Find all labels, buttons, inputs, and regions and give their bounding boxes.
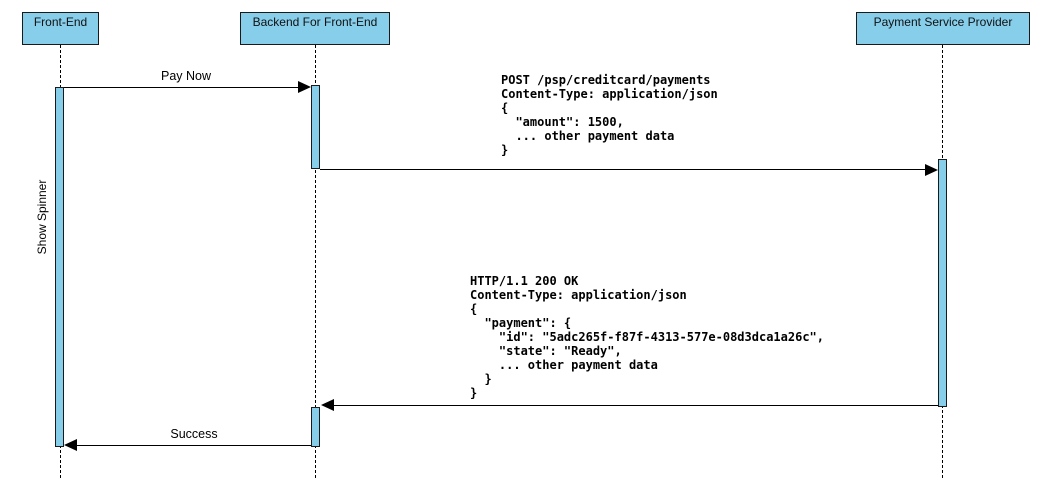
- message-line-post-request: [320, 169, 927, 170]
- arrowhead-right-icon: [925, 164, 938, 176]
- actor-label-front-end: Front-End: [33, 15, 88, 29]
- actor-box-backend-for-front-end: Backend For Front-End: [240, 12, 390, 45]
- message-label-show-spinner: Show Spinner: [35, 179, 49, 255]
- actor-label-payment-service-provider: Payment Service Provider: [873, 15, 1013, 29]
- message-label-http-response: HTTP/1.1 200 OK Content-Type: applicatio…: [470, 274, 825, 400]
- actor-box-front-end: Front-End: [22, 12, 99, 45]
- activation-payment-service-provider: [938, 159, 947, 407]
- lifeline-backend-for-front-end: [315, 45, 316, 478]
- activation-backend-request: [311, 85, 320, 169]
- arrowhead-right-icon: [298, 81, 311, 93]
- message-label-post-request: POST /psp/creditcard/payments Content-Ty…: [501, 73, 718, 157]
- arrowhead-left-icon: [321, 399, 334, 411]
- message-label-success: Success: [170, 427, 218, 441]
- activation-front-end: [55, 87, 64, 447]
- message-line-success: [77, 445, 311, 446]
- message-line-pay-now: [64, 87, 301, 88]
- activation-backend-response: [311, 407, 320, 447]
- actor-label-backend-for-front-end: Backend For Front-End: [252, 15, 378, 29]
- message-label-pay-now: Pay Now: [160, 69, 212, 83]
- actor-box-payment-service-provider: Payment Service Provider: [856, 12, 1030, 45]
- arrowhead-left-icon: [64, 439, 77, 451]
- message-line-http-response: [333, 405, 938, 406]
